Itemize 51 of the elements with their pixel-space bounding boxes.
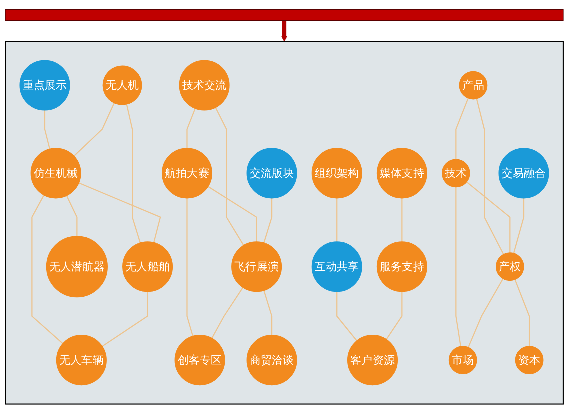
connector [468,278,504,348]
node-circle: 航拍大赛 [162,148,212,199]
node-circle: 资本 [515,346,544,375]
connector [513,198,525,254]
node-circle: 客户资源 [348,335,398,386]
connector [186,198,194,337]
connector [208,186,258,242]
node-circle: 交流版块 [246,148,298,199]
node-circle: 媒体支持 [376,148,428,199]
connector [102,292,148,347]
connector [212,287,244,339]
node-circle: 无人潜航器 [46,236,108,298]
connector [456,187,462,347]
connector [336,198,338,242]
connector [264,198,273,244]
node-circle: 商贸洽谈 [246,335,298,386]
node-circle: 无人车辆 [56,335,107,386]
node-circle: 市场 [448,346,478,375]
connector [476,98,504,255]
connector [215,108,244,246]
connector [186,108,196,148]
node-circle: 飞行展演 [232,242,282,292]
node-box [5,9,564,22]
cluster [5,41,564,405]
connector [514,280,530,346]
node-circle: 技术交流 [179,60,230,111]
connector [74,102,115,157]
node-circle: 无人机 [102,66,142,106]
arrow [281,20,288,42]
node-circle: 组织架构 [312,148,362,199]
connector [386,292,403,340]
connector [466,182,511,254]
connector [402,198,403,242]
connector [264,290,273,336]
connector [456,98,469,160]
node-circle: 服务支持 [376,242,428,292]
node-circle: 产品 [459,71,488,100]
node-circle: 互动共享 [312,242,362,292]
node-circle: 交易融合 [498,148,550,199]
connector [126,104,141,244]
node-circle: 创客专区 [174,335,226,386]
node-circle: 技术 [442,159,470,188]
connector [336,292,358,342]
connector [44,110,51,150]
node-circle: 产权 [496,252,524,282]
node-circle: 仿生机械 [30,148,82,199]
node-circle: 重点展示 [20,60,70,111]
node-circle: 无人船舶 [122,242,174,292]
connector [66,196,78,236]
connector [32,195,64,344]
connector [78,182,162,243]
